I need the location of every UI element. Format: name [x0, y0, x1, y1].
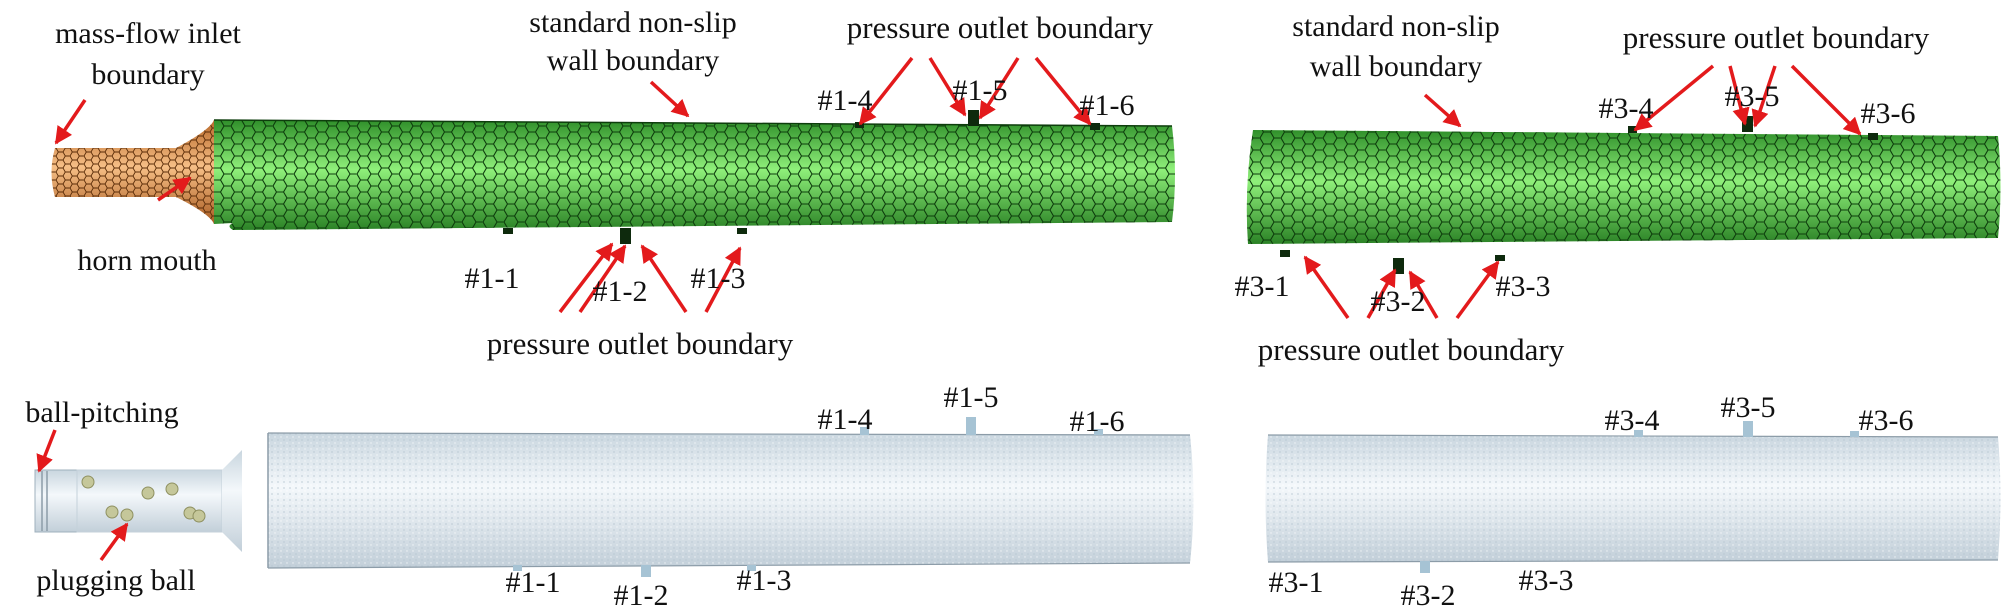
annotation-arrows-bottom — [36, 429, 129, 562]
port-label: #3-6 — [1859, 404, 1914, 437]
top-left-panel: mass-flow inlet boundary horn mouth stan… — [51, 6, 1175, 361]
port-label: #1-3 — [737, 564, 792, 597]
gray-port-stubs-right — [1420, 421, 1859, 573]
port-label: #3-3 — [1496, 270, 1551, 303]
gray-pipe-right — [1265, 434, 2001, 563]
wall-label-line2-right: wall boundary — [1310, 50, 1482, 83]
port-label: #1-5 — [953, 74, 1008, 107]
port-label: #3-3 — [1519, 564, 1574, 597]
bottom-left-panel: ball-pitching plugging ball #1-1 #1-2 #1… — [25, 381, 1194, 612]
port-label: #3-4 — [1605, 404, 1660, 437]
port-label: #1-1 — [506, 566, 561, 599]
port-label: #1-5 — [944, 381, 999, 414]
port-label: #1-1 — [465, 262, 520, 295]
port-label: #3-5 — [1725, 80, 1780, 113]
ball-pitching-label: ball-pitching — [25, 396, 178, 429]
outlet-bottom-label-right: pressure outlet boundary — [1258, 332, 1565, 367]
port-label: #3-4 — [1599, 92, 1654, 125]
wall-label-line1: standard non-slip — [529, 6, 736, 39]
inlet-label-line2: boundary — [91, 58, 204, 91]
port-label: #3-1 — [1235, 270, 1290, 303]
main-pipe-mesh-right — [1246, 130, 2001, 244]
port-label: #1-2 — [614, 579, 669, 612]
plugging-balls — [81, 475, 206, 523]
outlet-top-label: pressure outlet boundary — [847, 10, 1154, 45]
gray-pipe-left — [267, 432, 1194, 569]
port-label: #1-6 — [1070, 405, 1125, 438]
port-label: #3-5 — [1721, 391, 1776, 424]
main-pipe-mesh — [213, 119, 1175, 230]
outlet-top-label-right: pressure outlet boundary — [1623, 20, 1930, 55]
port-label: #3-6 — [1861, 97, 1916, 130]
port-label: #3-2 — [1401, 579, 1456, 612]
top-right-panel: standard non-slip wall boundary pressure… — [1235, 10, 2001, 367]
port-label: #3-2 — [1371, 285, 1426, 318]
port-label: #1-2 — [593, 275, 648, 308]
port-label: #1-4 — [818, 403, 873, 436]
gray-port-stubs-left — [513, 417, 1103, 577]
bottom-right-panel: #3-1 #3-2 #3-3 #3-4 #3-5 #3-6 — [1265, 391, 2001, 612]
horn-mouth-label: horn mouth — [77, 244, 216, 277]
wall-label-line1-right: standard non-slip — [1292, 10, 1499, 43]
port-label: #1-4 — [818, 84, 873, 117]
pitching-tube — [34, 450, 242, 552]
plugging-ball-label: plugging ball — [36, 564, 195, 597]
port-label: #3-1 — [1269, 566, 1324, 599]
annotation-arrows — [54, 56, 1092, 314]
annotation-arrows-right — [1303, 64, 1862, 320]
port-label: #1-6 — [1080, 89, 1135, 122]
port-label: #1-3 — [691, 262, 746, 295]
wall-label-line2: wall boundary — [547, 44, 719, 77]
inlet-label-line1: mass-flow inlet — [55, 17, 241, 50]
outlet-bottom-label: pressure outlet boundary — [487, 326, 794, 361]
inlet-section — [51, 120, 214, 224]
